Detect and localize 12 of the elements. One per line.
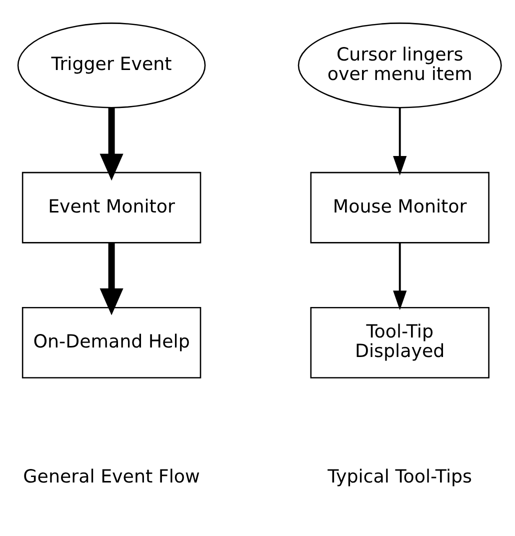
label: General Event Flow xyxy=(23,466,200,488)
arrow xyxy=(393,108,407,176)
node-ellipse: Trigger Event xyxy=(17,22,206,108)
node-ellipse: Cursor lingers over menu item xyxy=(298,22,502,108)
node-box: Tool-Tip Displayed xyxy=(310,306,490,378)
node-box: On-Demand Help xyxy=(22,306,202,378)
arrow xyxy=(100,242,124,316)
arrow xyxy=(393,242,407,310)
label: Typical Tool-Tips xyxy=(328,466,472,488)
node-box: Mouse Monitor xyxy=(310,172,490,244)
node-box: Event Monitor xyxy=(22,172,202,244)
arrow xyxy=(100,108,124,181)
